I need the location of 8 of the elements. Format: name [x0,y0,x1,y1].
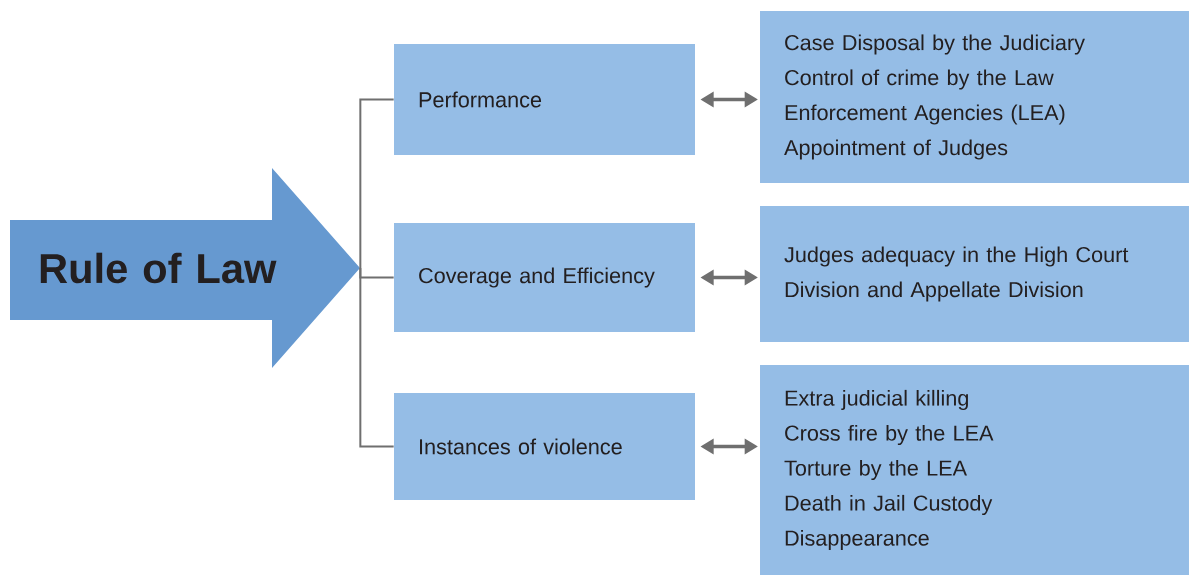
detail-box: Case Disposal by the Judiciary Control of crime by the Law Enforcement Agencies (LEA) Appointment of Judges [760,11,1189,183]
bracket-line [359,267,395,448]
bracket-line [359,98,395,269]
category-box: Coverage and Efficiency [394,223,695,332]
category-box: Performance [394,44,695,155]
detail-box: Extra judicial killing Cross fire by the LEA Torture by the LEA Death in Jail Custody Disappearance [760,365,1189,575]
detail-box: Judges adequacy in the High Court Division and Appellate Division [760,206,1189,342]
category-box: Instances of violence [394,393,695,500]
